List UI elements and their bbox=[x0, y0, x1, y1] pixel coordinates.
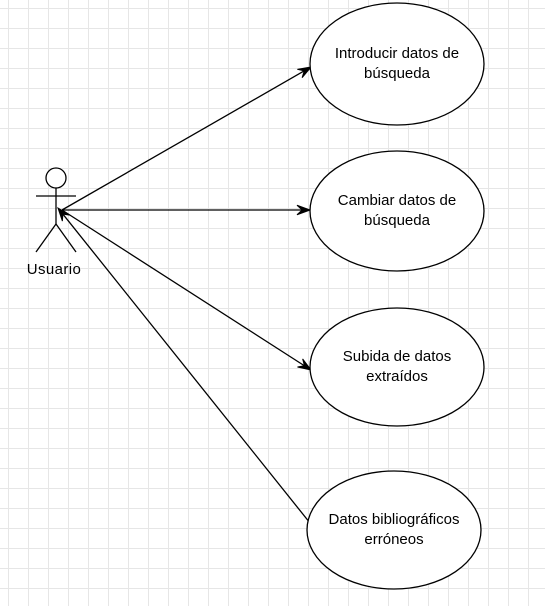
association-uc2[interactable] bbox=[62, 204, 312, 216]
arrow-head bbox=[296, 204, 312, 216]
use-case-uc1[interactable] bbox=[309, 2, 485, 126]
arrow-head bbox=[297, 358, 313, 371]
actor-left-leg bbox=[35, 223, 57, 253]
use-case-uc2[interactable] bbox=[309, 150, 485, 272]
arrow-head bbox=[297, 66, 313, 78]
use-cases bbox=[306, 2, 485, 590]
association-line bbox=[61, 212, 315, 529]
association-line bbox=[61, 69, 307, 211]
association-uc4[interactable] bbox=[57, 206, 315, 529]
associations bbox=[57, 66, 315, 529]
association-uc1[interactable] bbox=[61, 66, 313, 211]
actor-usuario[interactable] bbox=[35, 167, 77, 253]
actor-label: Usuario bbox=[26, 261, 82, 278]
use-case-uc3[interactable] bbox=[309, 307, 485, 427]
actor-head bbox=[45, 167, 67, 189]
actor-right-leg bbox=[55, 223, 77, 253]
association-uc3[interactable] bbox=[61, 209, 313, 371]
use-case-uc4[interactable] bbox=[306, 470, 482, 590]
association-line bbox=[61, 209, 307, 368]
arrow-head bbox=[57, 206, 71, 222]
